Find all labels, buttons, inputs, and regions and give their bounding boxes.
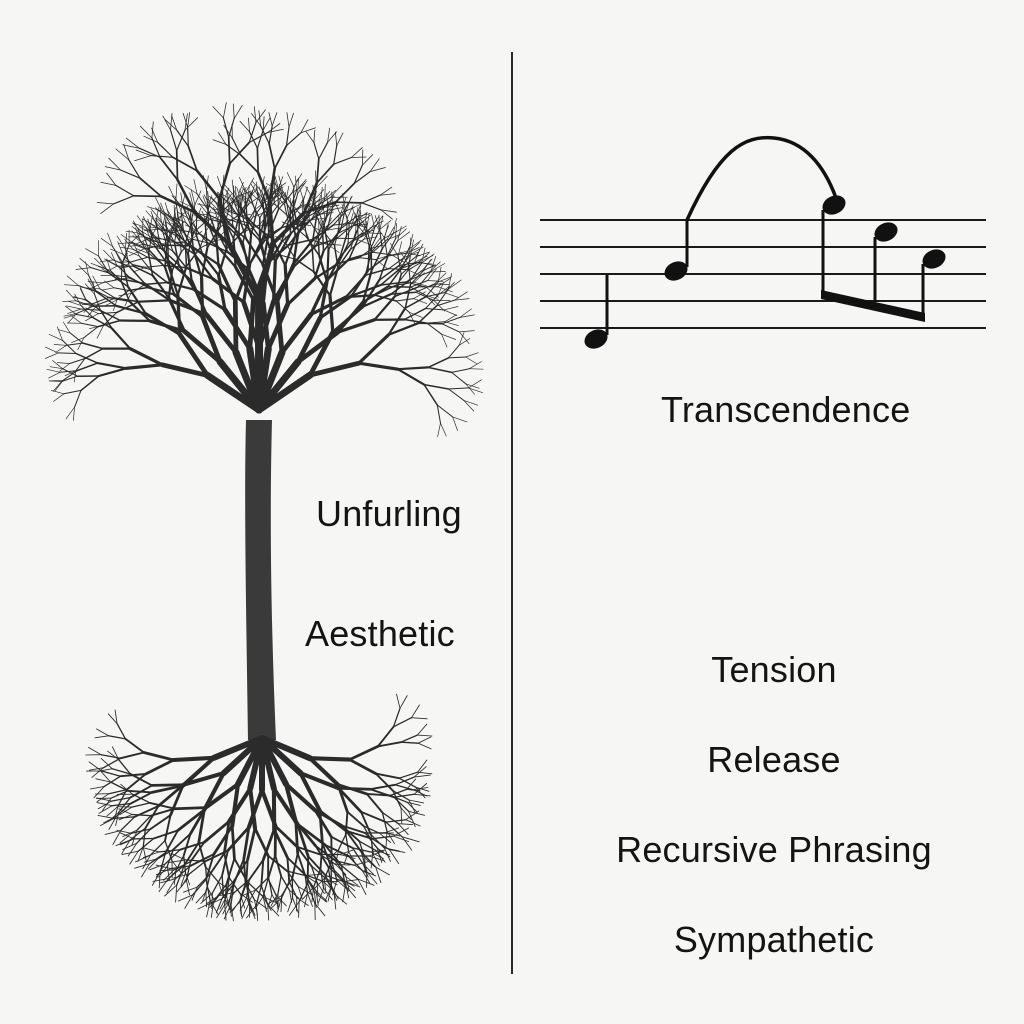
music-panel: Transcendence Tension Release Recursive … bbox=[514, 0, 1024, 1024]
word-sympathetic: Sympathetic bbox=[673, 919, 875, 960]
word-aesthetic: Aesthetic bbox=[305, 613, 455, 654]
note-group-beamed bbox=[821, 195, 946, 322]
roots-icon bbox=[85, 693, 433, 922]
center-divider bbox=[511, 52, 513, 974]
music-staff-icon bbox=[540, 135, 986, 349]
staff-lines bbox=[540, 219, 986, 329]
word-recursive-phrasing: Recursive Phrasing bbox=[616, 829, 932, 870]
tree-panel: Unfurling Aesthetic bbox=[44, 102, 484, 922]
tree-illustration bbox=[44, 102, 484, 922]
slur bbox=[685, 135, 838, 221]
word-release: Release bbox=[707, 739, 841, 780]
word-transcendence: Transcendence bbox=[661, 389, 911, 430]
note-1 bbox=[584, 275, 609, 349]
note-2 bbox=[664, 220, 689, 281]
word-unfurling: Unfurling bbox=[316, 493, 462, 534]
word-tension: Tension bbox=[711, 649, 837, 690]
tree-icon bbox=[44, 102, 484, 740]
